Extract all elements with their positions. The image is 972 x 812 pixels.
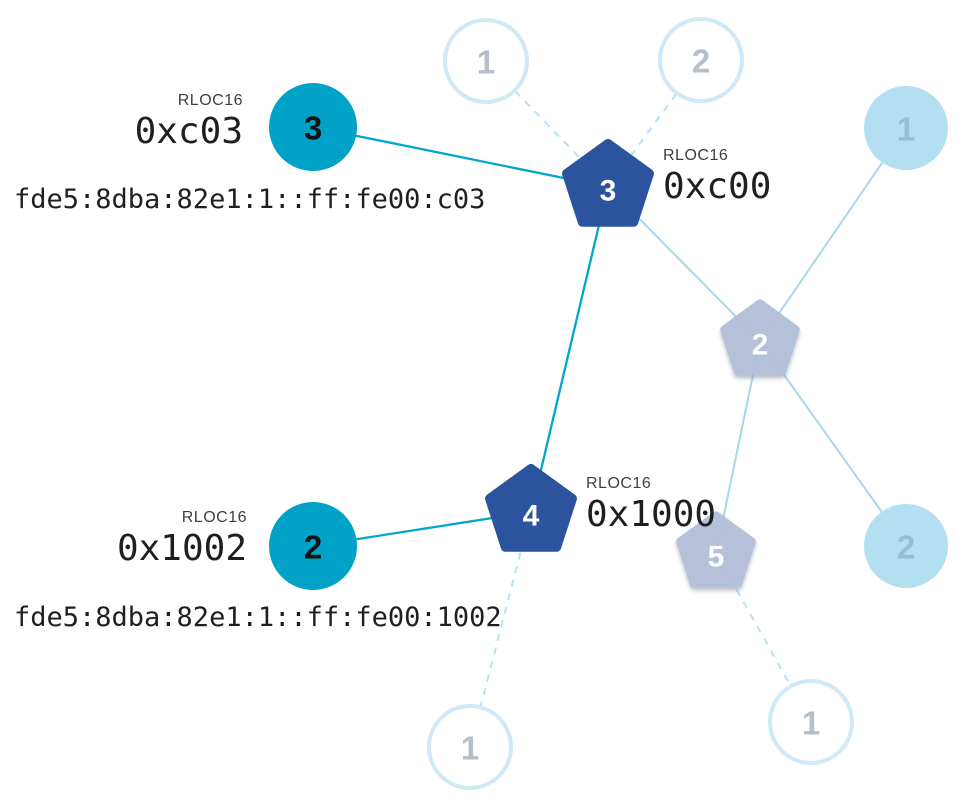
child-bottom-1-node[interactable] bbox=[427, 704, 513, 790]
child-top-2-node[interactable] bbox=[658, 17, 744, 103]
child-0xc03-rloc-title: RLOC16 bbox=[177, 92, 243, 109]
child-0xc03-rloc-label: RLOC16 0xc03 bbox=[135, 91, 243, 152]
child-0xc03-rloc-value: 0xc03 bbox=[134, 111, 243, 152]
router-0xc00-rloc-label: RLOC16 0xc00 bbox=[663, 146, 771, 207]
router-0xc00-rloc-value: 0xc00 bbox=[663, 166, 772, 207]
link-child-0xc03--router-0xc00 bbox=[312, 125, 609, 189]
link-router-0xc00--router-0x1000 bbox=[529, 186, 610, 513]
child-0x1002-rloc-label: RLOC16 0x1002 bbox=[117, 508, 247, 569]
link-router-2--child-right-1 bbox=[759, 127, 907, 342]
router-2-node[interactable] bbox=[720, 299, 800, 376]
router-0xc00-rloc-title: RLOC16 bbox=[663, 147, 729, 164]
child-right-2-node[interactable] bbox=[864, 504, 948, 588]
child-bottom-2-node[interactable] bbox=[768, 679, 854, 765]
router-0x1000-node[interactable] bbox=[485, 464, 577, 552]
child-0x1002-ipv6-address: fde5:8dba:82e1:1::ff:fe00:1002 bbox=[14, 602, 502, 633]
router-0x1000-rloc-label: RLOC16 0x1000 bbox=[586, 474, 716, 535]
child-0x1002-rloc-value: 0x1002 bbox=[116, 528, 247, 569]
child-right-1-node[interactable] bbox=[864, 86, 948, 170]
child-0x1002-node[interactable] bbox=[269, 502, 357, 590]
child-0xc03-ipv6-address: fde5:8dba:82e1:1::ff:fe00:c03 bbox=[14, 184, 486, 215]
router-0x1000-rloc-value: 0x1000 bbox=[586, 494, 717, 535]
router-5-node[interactable] bbox=[676, 511, 756, 588]
child-0xc03-node[interactable] bbox=[269, 83, 357, 171]
child-0x1002-rloc-title: RLOC16 bbox=[181, 509, 247, 526]
router-0xc00-node[interactable] bbox=[562, 139, 654, 227]
router-0x1000-rloc-title: RLOC16 bbox=[586, 475, 652, 492]
child-top-1-node[interactable] bbox=[443, 18, 529, 104]
